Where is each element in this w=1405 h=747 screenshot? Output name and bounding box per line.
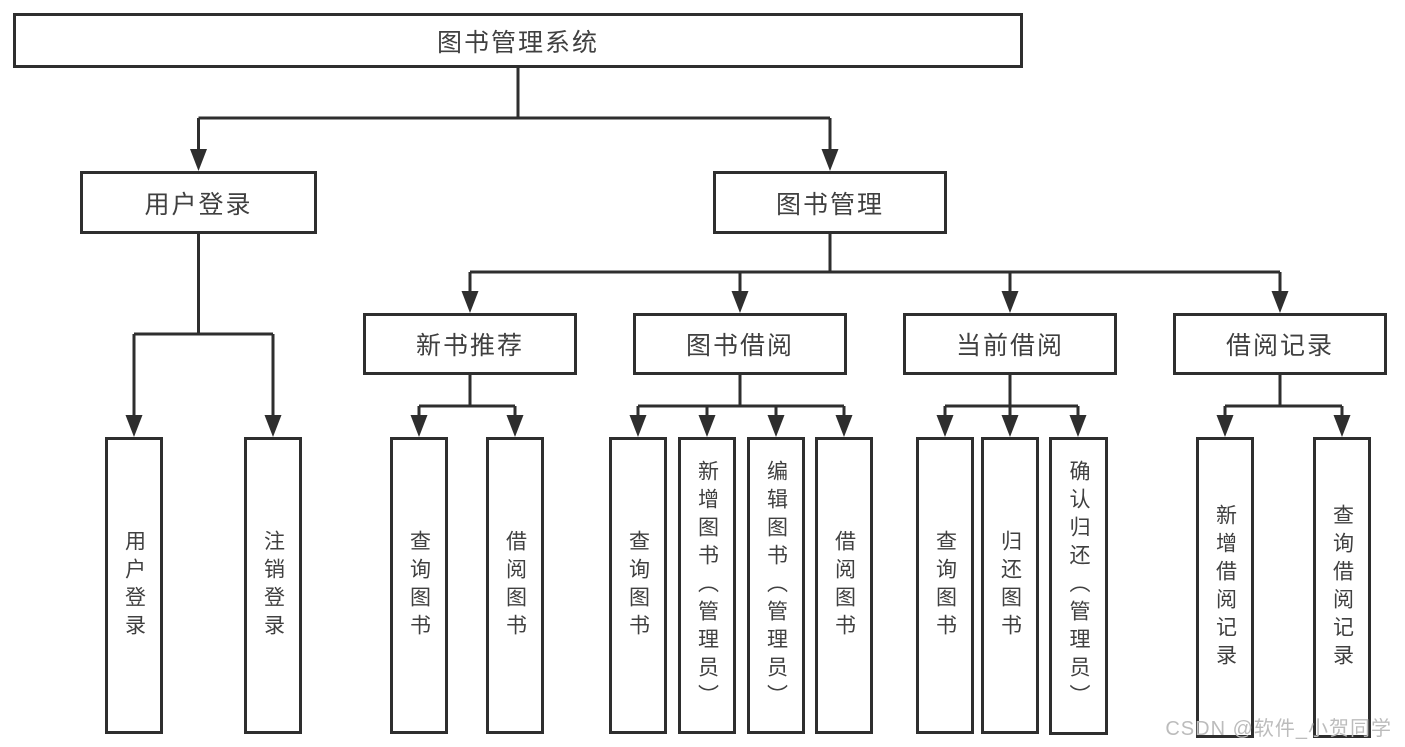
node-label: 借阅记录 bbox=[1225, 332, 1334, 360]
connector-current-borrowing bbox=[943, 375, 1080, 420]
node-book-borrowing: 图书借阅 bbox=[633, 313, 847, 375]
node-new-book-recommendation: 新书推荐 bbox=[363, 313, 577, 375]
node-current-borrowing: 当前借阅 bbox=[903, 313, 1117, 375]
leaf-label: 查询图书 bbox=[626, 529, 650, 642]
connector-root bbox=[197, 68, 832, 152]
watermark: CSDN @软件_小贺同学 bbox=[1165, 718, 1392, 740]
node-label: 新书推荐 bbox=[415, 332, 524, 360]
leaf-label: 查询图书 bbox=[407, 529, 431, 642]
leaf-logout-login: 注销登录 bbox=[244, 437, 302, 734]
node-label: 图书借阅 bbox=[685, 332, 794, 360]
node-borrowing-records: 借阅记录 bbox=[1173, 313, 1387, 375]
connector-book-borrowing bbox=[636, 375, 846, 420]
leaf-label: 查询借阅记录 bbox=[1330, 503, 1354, 672]
leaf-confirm-return-admin: 确认归还（管理员） bbox=[1049, 437, 1108, 735]
leaf-label: 用户登录 bbox=[122, 529, 146, 642]
node-label: 当前借阅 bbox=[955, 332, 1064, 360]
leaf-query-books-recommend: 查询图书 bbox=[390, 437, 448, 734]
leaf-label: 注销登录 bbox=[261, 529, 285, 642]
node-label: 图书管理系统 bbox=[436, 28, 599, 57]
leaf-borrow-books-recommend: 借阅图书 bbox=[486, 437, 544, 734]
node-library-management-system: 图书管理系统 bbox=[13, 13, 1023, 68]
node-label: 图书管理 bbox=[775, 190, 884, 219]
node-user-login: 用户登录 bbox=[80, 171, 317, 234]
leaf-edit-books-admin: 编辑图书（管理员） bbox=[747, 437, 805, 734]
leaf-query-books-current: 查询图书 bbox=[916, 437, 974, 734]
leaf-label: 新增借阅记录 bbox=[1213, 503, 1237, 672]
leaf-borrow-books-borrowing: 借阅图书 bbox=[815, 437, 873, 734]
leaf-label: 归还图书 bbox=[998, 529, 1022, 642]
connector-book-management bbox=[468, 234, 1282, 294]
node-book-management: 图书管理 bbox=[713, 171, 947, 234]
leaf-query-borrow-record: 查询借阅记录 bbox=[1313, 437, 1371, 738]
leaf-label: 确认归还（管理员） bbox=[1067, 460, 1090, 712]
leaf-label: 借阅图书 bbox=[832, 529, 856, 642]
leaf-label: 借阅图书 bbox=[503, 529, 527, 642]
connector-user-login bbox=[132, 234, 275, 420]
leaf-add-borrow-record: 新增借阅记录 bbox=[1196, 437, 1254, 738]
node-label: 用户登录 bbox=[144, 190, 253, 219]
leaf-label: 查询图书 bbox=[933, 529, 957, 642]
leaf-query-books-borrowing: 查询图书 bbox=[609, 437, 667, 734]
leaf-add-books-admin: 新增图书（管理员） bbox=[678, 437, 736, 734]
leaf-return-books: 归还图书 bbox=[981, 437, 1039, 734]
leaf-user-login: 用户登录 bbox=[105, 437, 163, 734]
connector-new-book-recommendation bbox=[417, 375, 517, 420]
leaf-label: 编辑图书（管理员） bbox=[764, 459, 788, 712]
leaf-label: 新增图书（管理员） bbox=[695, 459, 719, 712]
connector-borrowing-records bbox=[1223, 375, 1344, 420]
